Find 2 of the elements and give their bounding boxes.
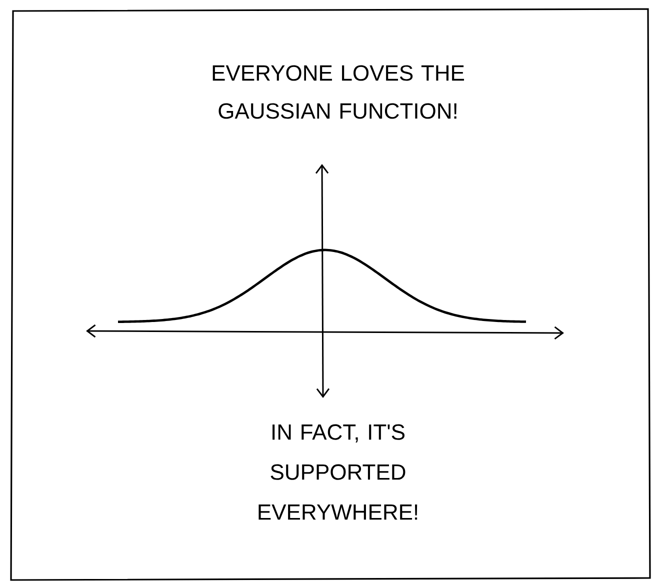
title: EVERYONE LOVES THE GAUSSIAN FUNCTION! [212,65,464,119]
caption: IN FACT, IT'S SUPPORTED EVERYWHERE! [258,424,418,520]
